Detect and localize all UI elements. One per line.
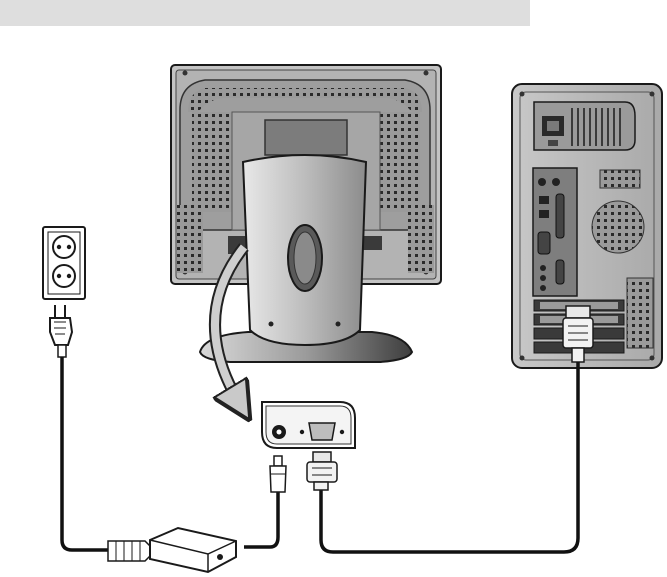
power-cord: [62, 357, 110, 550]
power-cord-connector: [108, 541, 150, 561]
vga-plug-monitor: [307, 452, 337, 490]
vent-lower-left: [177, 205, 203, 273]
psu-switch: [548, 140, 558, 146]
computer-tower: [512, 84, 662, 368]
power-plug: [50, 305, 72, 357]
cooling-fan-grill: [592, 201, 644, 253]
adapter-led-icon: [217, 554, 223, 560]
power-supply-unit: [534, 102, 635, 150]
parallel-port: [556, 194, 564, 238]
vent-right: [380, 112, 420, 212]
vga-cable: [321, 362, 578, 552]
vent-lower-right: [408, 205, 434, 273]
outlet-socket-bottom: [53, 265, 75, 287]
power-adapter: [150, 528, 236, 572]
vent-left: [192, 112, 232, 212]
dc-power-cable: [244, 492, 278, 547]
dc-power-input-port: [272, 425, 286, 439]
dc-power-plug: [270, 456, 286, 492]
wall-outlet: [43, 227, 85, 299]
serial-port: [538, 232, 550, 254]
monitor-port-callout: [262, 402, 355, 448]
outlet-socket-top: [53, 236, 75, 258]
